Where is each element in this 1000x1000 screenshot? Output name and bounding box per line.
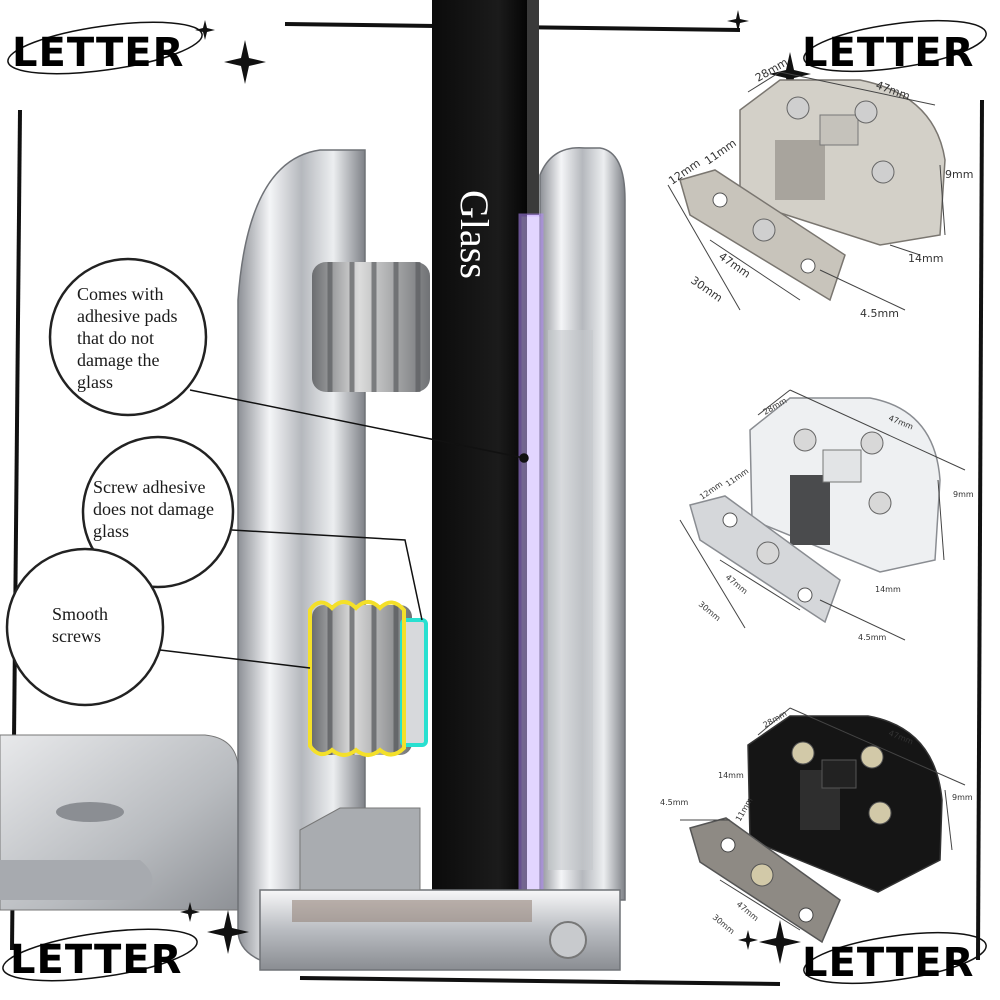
dim-label: 30mm bbox=[711, 913, 737, 937]
logo-bottom-left: LETTER bbox=[0, 915, 200, 995]
dim-label: 14mm bbox=[718, 771, 744, 780]
dimension-diagram-silver bbox=[667, 71, 946, 311]
glass-panel bbox=[432, 0, 527, 895]
logo-text: LETTER bbox=[802, 30, 975, 76]
callout-circle-adhesive bbox=[81, 435, 235, 589]
dim-label: 11mm bbox=[724, 466, 750, 488]
dim-label: 4.5mm bbox=[860, 307, 899, 320]
dim-label: 9mm bbox=[952, 793, 973, 802]
screw-highlight bbox=[308, 600, 406, 757]
callout-text-screws: Smooth screws bbox=[52, 604, 109, 646]
dim-label: 9mm bbox=[945, 168, 973, 181]
callout-text-adhesive: Screw adhesive does not damage glass bbox=[93, 477, 214, 541]
dimension-diagram-black bbox=[680, 707, 966, 944]
upper-screw bbox=[312, 262, 430, 392]
lower-screw bbox=[308, 600, 428, 757]
callout-circle-pads bbox=[48, 257, 208, 417]
logo-swooshes bbox=[2, 19, 987, 985]
pivot-pin bbox=[549, 921, 587, 959]
logo-top-right: LETTER bbox=[792, 8, 992, 88]
callout-circle-screws bbox=[5, 547, 165, 707]
dim-label: 14mm bbox=[908, 252, 943, 265]
dim-label: 30mm bbox=[697, 600, 723, 624]
logo-text: LETTER bbox=[10, 937, 183, 983]
logo-text: LETTER bbox=[802, 940, 975, 986]
logo-text: LETTER bbox=[12, 30, 185, 76]
dim-label: 14mm bbox=[875, 585, 901, 594]
dim-label: 11mm bbox=[702, 136, 738, 167]
logo-bottom-right: LETTER bbox=[792, 918, 992, 998]
dim-label: 47mm bbox=[716, 250, 752, 281]
logo-top-left: LETTER bbox=[2, 8, 202, 88]
glass-label: Glass bbox=[452, 190, 497, 279]
callout-text-pads: Comes with adhesive pads that do not dam… bbox=[77, 284, 178, 392]
dim-label: 4.5mm bbox=[660, 798, 689, 807]
dim-label: 9mm bbox=[953, 490, 974, 499]
dimension-diagram-chrome bbox=[679, 389, 966, 641]
callout-leaders bbox=[159, 389, 529, 669]
dim-label: 4.5mm bbox=[858, 633, 887, 642]
dim-label: 30mm bbox=[688, 274, 724, 305]
